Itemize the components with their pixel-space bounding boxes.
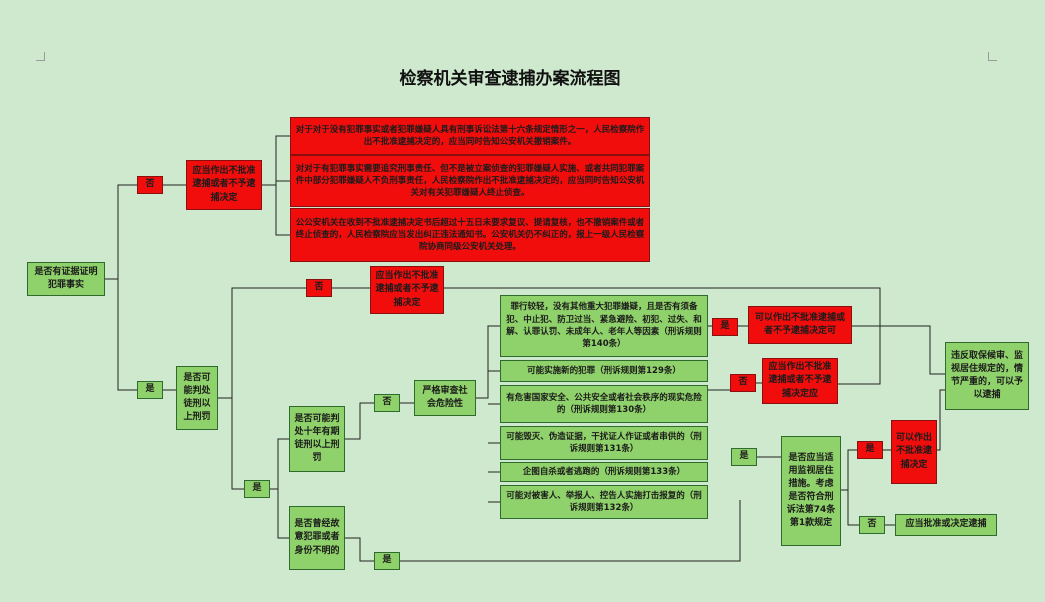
connector-1 — [105, 184, 137, 280]
may-not-approve-box-2: 可以作出不批准逮捕决定 — [891, 420, 937, 484]
connector-12 — [277, 489, 289, 539]
should-not-approve-box-2: 应当作出不批准逮捕或者不予逮捕决定 — [370, 266, 444, 314]
red-note-2: 对对于有犯罪事实需要追究刑事责任、但不是被立案侦查的犯罪嫌疑人实施、或者共同犯罪… — [290, 155, 650, 207]
connector-17 — [476, 325, 500, 399]
no-label-4: 否 — [730, 374, 756, 392]
condition-box-4: 可能毁灭、伪造证据，干扰证人作证或者串供的（刑诉规则第131条） — [500, 426, 708, 460]
yes-label-6: 是 — [857, 441, 883, 459]
red-note-3: 公公安机关在收到不批准逮捕决定书后超过十五日未要求复议、提请复核，也不撤销案件或… — [290, 208, 650, 262]
should-not-approve-box-3: 应当作出不批准逮捕或者不予逮捕决定应 — [762, 358, 838, 404]
yes-label-2: 是 — [244, 480, 270, 498]
yes-label-3: 是 — [374, 552, 400, 570]
no-label-3: 否 — [374, 394, 400, 412]
condition-box-6: 可能对被害人、举报人、控告人实施打击报复的（刑诉规则第132条） — [500, 485, 708, 519]
no-label-5: 否 — [859, 516, 885, 534]
surveillance-question-box: 是否应当适用监视居住措施。考虑是否符合刑诉法第74条第1款规定 — [781, 436, 841, 546]
connector-2 — [117, 279, 137, 391]
crop-mark-tr — [988, 52, 997, 61]
crop-mark-tl — [36, 52, 45, 61]
connector-26 — [852, 325, 945, 375]
connector-16 — [400, 500, 741, 562]
connector-25 — [444, 287, 881, 385]
yes-label-4: 是 — [712, 318, 738, 336]
may-not-approve-box: 可以作出不批准逮捕或者不予逮捕决定可 — [748, 306, 852, 344]
yes-label-5: 是 — [731, 448, 757, 466]
condition-box-3: 有危害国家安全、公共安全或者社会秩序的现实危险的（刑诉规则第130条） — [500, 385, 708, 423]
social-danger-box: 严格审查社会危险性 — [414, 380, 476, 416]
connector-14 — [345, 537, 374, 562]
connector-10 — [231, 398, 244, 490]
should-not-approve-box-1: 应当作出不批准逮捕或者不予逮捕决定 — [186, 160, 262, 210]
condition-box-1: 罪行较轻，没有其他重大犯罪嫌疑，且是否有须备犯、中止犯、防卫过当、紧急避险、初犯… — [500, 295, 708, 357]
no-label-2: 否 — [306, 279, 332, 297]
connector-33 — [847, 490, 859, 526]
condition-box-5: 企图自杀或者逃跑的（刑诉规则第133条） — [500, 462, 708, 482]
connector-31 — [841, 449, 857, 491]
connector-13 — [345, 402, 374, 440]
chart-title: 检察机关审查逮捕办案流程图 — [399, 69, 621, 89]
connector-35 — [937, 389, 945, 451]
should-approve-box: 应当批准或决定逮捕 — [895, 514, 997, 536]
connector-6 — [275, 185, 290, 236]
intentional-question-box: 是否曾经故意犯罪或者身份不明的 — [289, 506, 345, 570]
condition-box-2: 可能实施新的犯罪（刑诉规则第129条） — [500, 360, 708, 382]
connector-8 — [218, 287, 306, 399]
connector-11 — [270, 438, 289, 490]
evidence-question-box: 是否有证据证明犯罪事实 — [27, 262, 105, 296]
connector-4 — [262, 135, 290, 186]
violation-note-box: 违反取保候审、监视居住规定的，情节严重的，可以予以逮捕 — [945, 342, 1029, 410]
no-label-1: 否 — [137, 176, 163, 194]
red-note-1: 对于对于没有犯罪事实或者犯罪嫌疑人具有刑事诉讼法第十六条规定情形之一，人民检察院… — [290, 117, 650, 155]
ten-year-question-box: 是否可能判处十年有期徒刑以上刑罚 — [289, 406, 345, 472]
yes-label-1: 是 — [137, 381, 163, 399]
connector-5 — [275, 180, 290, 185]
sentence-question-box: 是否可能判处徒刑以上刑罚 — [176, 366, 218, 430]
